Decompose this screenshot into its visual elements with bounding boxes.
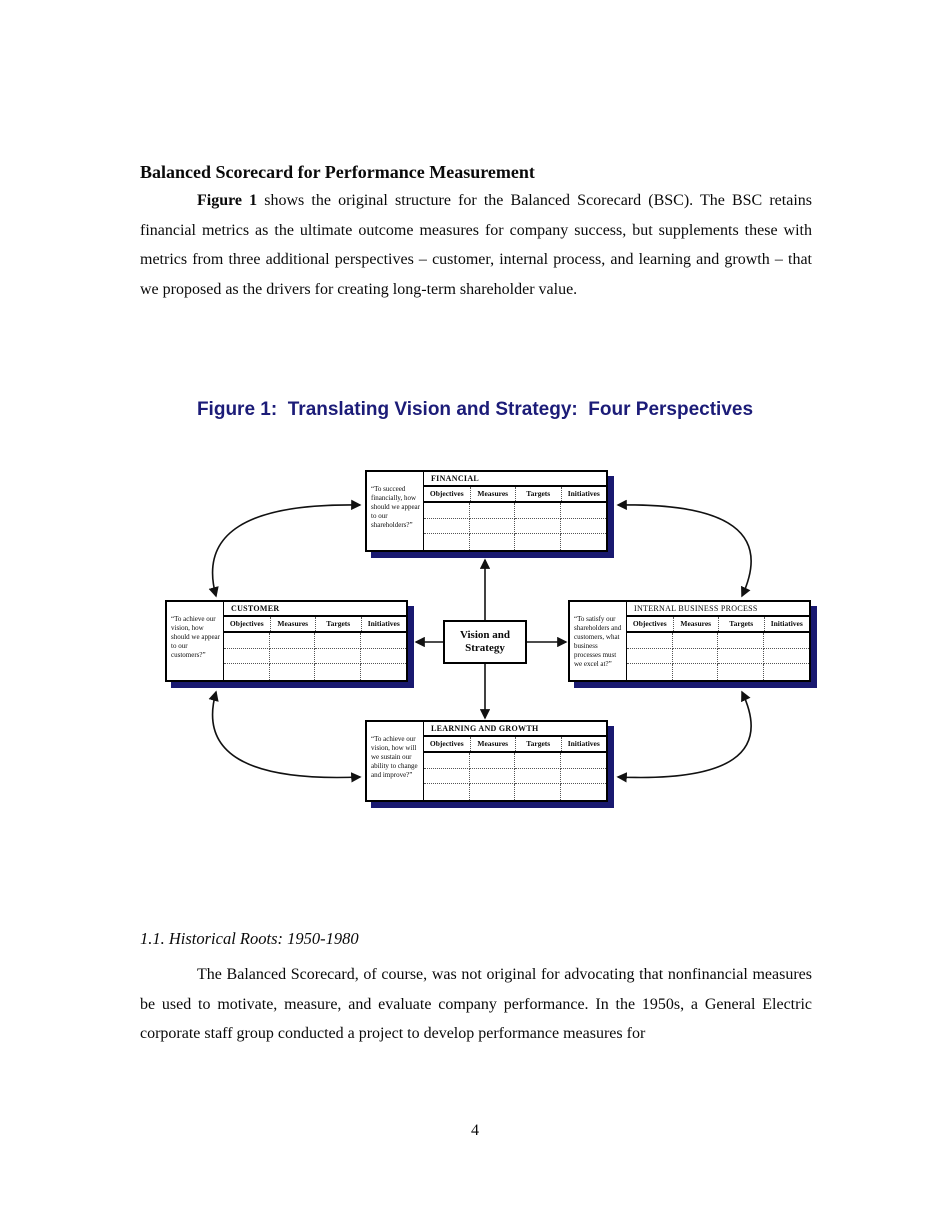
vision-and-strategy-box: Vision and Strategy: [443, 620, 527, 664]
historical-roots-paragraph: The Balanced Scorecard, of course, was n…: [140, 966, 812, 1043]
learning-quote: “To achieve our vision, how will we sust…: [367, 722, 424, 800]
curved-arrow-internal-learning: [616, 690, 752, 783]
column-header-initiatives: Initiatives: [763, 617, 810, 631]
customer-quote: “To achieve our vision, how should we ap…: [167, 602, 224, 680]
financial-column-headers: Objectives Measures Targets Initiatives: [424, 487, 606, 503]
section-title: Balanced Scorecard for Performance Measu…: [140, 162, 535, 183]
financial-title: FINANCIAL: [424, 472, 606, 487]
column-header-targets: Targets: [315, 617, 361, 631]
internal-column-headers: Objectives Measures Targets Initiatives: [627, 617, 809, 633]
financial-quote: “To succeed financially, how should we a…: [367, 472, 424, 550]
column-header-targets: Targets: [515, 487, 561, 501]
internal-table: INTERNAL BUSINESS PROCESS Objectives Mea…: [627, 602, 809, 680]
figure-caption: Figure 1: Translating Vision and Strateg…: [196, 399, 754, 420]
internal-empty-grid: [627, 633, 809, 680]
internal-quote: “To satisfy our shareholders and custome…: [570, 602, 627, 680]
column-header-objectives: Objectives: [429, 489, 464, 498]
column-header-initiatives: Initiatives: [560, 487, 607, 501]
intro-paragraph: Figure 1 shows the original structure fo…: [140, 186, 812, 304]
balanced-scorecard-diagram: “To succeed financially, how should we a…: [150, 460, 830, 820]
page-number: 4: [471, 1122, 479, 1139]
curved-arrow-customer-learning: [208, 690, 362, 783]
intro-paragraph-text: shows the original structure for the Bal…: [140, 192, 813, 298]
column-header-measures: Measures: [469, 487, 516, 501]
learning-table: LEARNING AND GROWTH Objectives Measures …: [424, 722, 606, 800]
customer-empty-grid: [224, 633, 406, 680]
customer-column-headers: Objectives Measures Targets Initiatives: [224, 617, 406, 633]
column-header-objectives: Objectives: [632, 619, 667, 628]
curved-arrow-customer-financial: [208, 499, 362, 598]
column-header-initiatives: Initiatives: [560, 737, 607, 751]
column-header-initiatives: Initiatives: [360, 617, 407, 631]
customer-perspective-box: “To achieve our vision, how should we ap…: [165, 600, 408, 682]
internal-business-process-perspective-box: “To satisfy our shareholders and custome…: [568, 600, 811, 682]
column-header-targets: Targets: [515, 737, 561, 751]
column-header-measures: Measures: [672, 617, 719, 631]
column-header-measures: Measures: [269, 617, 316, 631]
subsection-heading: 1.1. Historical Roots: 1950-1980: [140, 929, 359, 948]
column-header-objectives: Objectives: [429, 739, 464, 748]
learning-empty-grid: [424, 753, 606, 800]
financial-perspective-box: “To succeed financially, how should we a…: [365, 470, 608, 552]
figure-reference-bold: Figure 1: [197, 192, 258, 209]
financial-table: FINANCIAL Objectives Measures Targets In…: [424, 472, 606, 550]
column-header-objectives: Objectives: [229, 619, 264, 628]
vision-line-1: Vision and: [459, 628, 511, 641]
internal-title: INTERNAL BUSINESS PROCESS: [627, 602, 809, 617]
learning-title: LEARNING AND GROWTH: [424, 722, 606, 737]
curved-arrow-financial-internal: [616, 499, 752, 598]
column-header-targets: Targets: [718, 617, 764, 631]
vision-line-2: Strategy: [465, 642, 505, 654]
learning-and-growth-perspective-box: “To achieve our vision, how will we sust…: [365, 720, 608, 802]
customer-title: CUSTOMER: [224, 602, 406, 617]
learning-column-headers: Objectives Measures Targets Initiatives: [424, 737, 606, 753]
column-header-measures: Measures: [469, 737, 516, 751]
customer-table: CUSTOMER Objectives Measures Targets Ini…: [224, 602, 406, 680]
financial-empty-grid: [424, 503, 606, 550]
